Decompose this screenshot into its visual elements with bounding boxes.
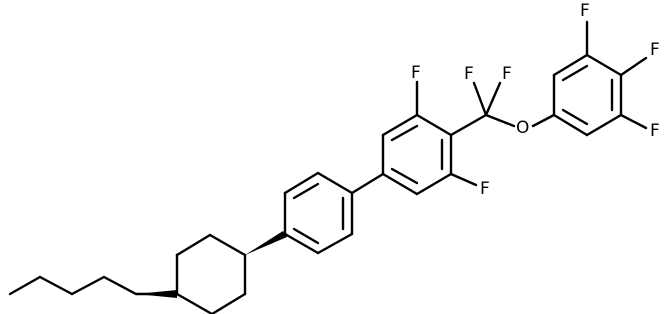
pentyl-chain: [8, 275, 179, 296]
difluorophenyl-ring: [381, 80, 478, 196]
wedge-bonds: [136, 231, 287, 298]
phenyl-ring: [283, 171, 354, 255]
f-label-ring-a-bottom: F: [480, 179, 490, 199]
f-label-ring-a-top: F: [411, 63, 421, 83]
f-label-ring-b-bottom: F: [650, 121, 660, 141]
atom-labels: F F F F O F F F: [411, 1, 660, 199]
f-label-cf2-left: F: [464, 64, 474, 84]
wedge-bond-left: [136, 290, 177, 298]
f-label-ring-b-top: F: [580, 1, 590, 21]
difluoromethoxy-linker: [449, 81, 556, 137]
f-label-cf2-right: F: [502, 64, 512, 84]
trifluorophenyl-ring: [552, 20, 648, 137]
wedge-bond-right: [245, 231, 287, 255]
cyclohexane-ring: [175, 233, 247, 314]
f-label-ring-b-middle: F: [650, 40, 660, 60]
o-label-ether: O: [516, 118, 529, 138]
biaryl-bond: [350, 172, 385, 195]
